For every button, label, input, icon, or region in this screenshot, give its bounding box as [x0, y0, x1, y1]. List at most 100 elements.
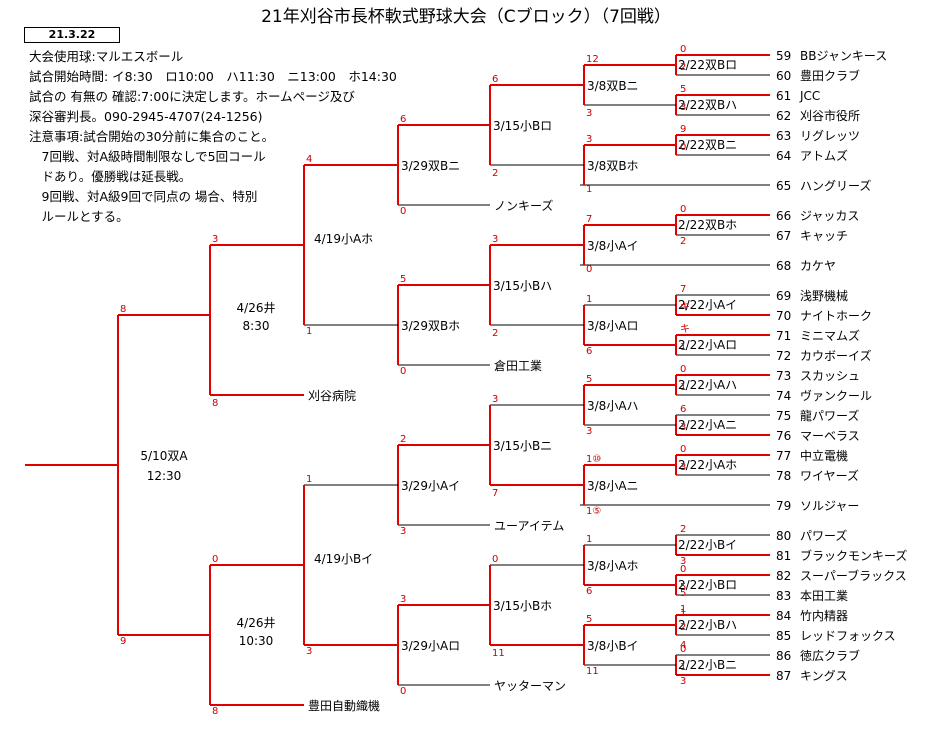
r2-game-label: 3/8双Bニ — [587, 79, 639, 93]
score-label: 11 — [586, 666, 599, 677]
score-label: 2 — [400, 434, 406, 445]
team-name: BBジャンキース — [800, 49, 887, 63]
team-name: ハングリーズ — [800, 178, 871, 193]
team-name: カケヤ — [800, 259, 836, 273]
team-number: 77 — [776, 449, 791, 463]
score-label: キ — [680, 302, 690, 313]
team-name: リグレッツ — [800, 129, 860, 143]
team-number: 66 — [776, 209, 791, 223]
r1-game-label: 2/22小Bハ — [678, 618, 737, 632]
r4-game-label: 3/29小Aロ — [401, 639, 460, 653]
note-line: ドあり。優勝戦は延長戦。 — [29, 169, 192, 184]
r4-game-label: 3/29双Bニ — [401, 159, 460, 173]
score-label: 4 — [680, 640, 686, 651]
score-label: 11 — [492, 648, 505, 659]
score-label: 5 — [680, 582, 686, 593]
team-name: 豊田クラブ — [800, 68, 860, 83]
note-line: 注意事項:試合開始の30分前に集合のこと。 — [29, 129, 275, 144]
score-label: 0 — [586, 264, 592, 275]
score-label: 2 — [492, 328, 498, 339]
score-label: 1 — [680, 662, 686, 673]
team-name: 竹内精器 — [800, 609, 848, 623]
team-name: ソルジャー — [800, 499, 859, 513]
r3-game-label: 3/15小Bハ — [493, 279, 552, 293]
team-number: 80 — [776, 529, 791, 543]
r1-game-label: 2/22小Bロ — [678, 578, 737, 592]
score-label: 3 — [306, 646, 312, 657]
score-label: 7 — [680, 284, 686, 295]
note-line: 大会使用球:マルエスボール — [29, 49, 184, 64]
r5-game-label: 4/19小Aホ — [314, 232, 373, 246]
score-label: 1 — [586, 294, 592, 305]
score-label: 3 — [400, 594, 406, 605]
score-label: 2 — [680, 622, 686, 633]
score-label: キ — [680, 324, 690, 335]
score-label: 3 — [586, 134, 592, 145]
r6-game-time: 10:30 — [239, 634, 274, 648]
team-number: 61 — [776, 89, 791, 103]
date-box: 21.3.22 — [24, 27, 120, 43]
r2-game-label: 3/8小Aホ — [587, 559, 639, 573]
r6-game-label: 4/26井 — [237, 616, 276, 630]
team-number: 76 — [776, 429, 791, 443]
score-label: 0 — [680, 564, 686, 575]
score-label: 6 — [586, 346, 592, 357]
team-name: スカッシュ — [800, 369, 860, 383]
seeded-team-name: ユーアイテム — [494, 519, 564, 533]
score-label: 1 — [680, 608, 686, 619]
r6-game-label: 4/26井 — [237, 301, 276, 315]
team-name: カウボーイズ — [800, 348, 872, 363]
r2-game-label: 3/8小Bイ — [587, 639, 639, 653]
team-number: 81 — [776, 549, 791, 563]
team-number: 71 — [776, 329, 791, 343]
score-label: 5 — [586, 374, 592, 385]
score-label: 3 — [680, 102, 686, 113]
score-label: 1 — [680, 604, 686, 615]
score-label: 9 — [120, 636, 126, 647]
r1-game-label: 2/22小Aハ — [678, 378, 737, 392]
team-name: 浅野機械 — [800, 288, 848, 303]
score-label: 1⑤ — [586, 506, 601, 517]
r1-game-label: 2/22小Aホ — [678, 458, 737, 472]
score-label: 3 — [586, 426, 592, 437]
final-game-label: 5/10双A — [140, 449, 188, 463]
score-label: 2 — [492, 168, 498, 179]
team-name: ワイヤーズ — [800, 468, 859, 483]
note-line: 9回戦、対A級9回で同点の 場合、特別 — [29, 189, 258, 204]
score-label: 0 — [492, 554, 498, 565]
score-label: 5 — [680, 588, 686, 599]
r4-game-label: 3/29小Aイ — [401, 479, 460, 493]
team-number: 78 — [776, 469, 791, 483]
team-number: 65 — [776, 179, 791, 193]
note-line: 試合の 有無の 確認:7:00に決定します。ホームページ及び — [29, 89, 355, 104]
score-label: 1 — [586, 534, 592, 545]
team-number: 62 — [776, 109, 791, 123]
score-label: 7 — [586, 214, 592, 225]
team-name: 本田工業 — [800, 589, 848, 603]
team-name: JCC — [799, 89, 820, 103]
final-game-time: 12:30 — [147, 469, 182, 483]
score-label: 0 — [400, 366, 406, 377]
r5-game-label: 4/19小Bイ — [314, 552, 373, 566]
r3-game-label: 3/15小Bニ — [493, 439, 552, 453]
score-label: 6 — [492, 74, 498, 85]
team-name: 中立電機 — [800, 448, 848, 463]
team-number: 73 — [776, 369, 791, 383]
r1-game-label: 2/22双Bハ — [678, 98, 737, 112]
score-label: 3 — [680, 422, 686, 433]
team-name: 徳広クラブ — [800, 648, 860, 663]
team-number: 60 — [776, 69, 791, 83]
score-label: 7 — [492, 488, 498, 499]
r1-game-label: 2/22小Aイ — [678, 298, 737, 312]
note-line: 試合開始時間: イ8:30 ロ10:00 ハ11:30 ニ13:00 ホ14:3… — [29, 69, 397, 84]
team-number: 72 — [776, 349, 791, 363]
team-number: 84 — [776, 609, 791, 623]
team-number: 75 — [776, 409, 791, 423]
score-label: 8 — [212, 706, 218, 717]
score-label: 1 — [680, 342, 686, 353]
score-label: 6 — [680, 404, 686, 415]
score-label: 0 — [680, 644, 686, 655]
score-label: 0 — [680, 204, 686, 215]
team-number: 86 — [776, 649, 791, 663]
